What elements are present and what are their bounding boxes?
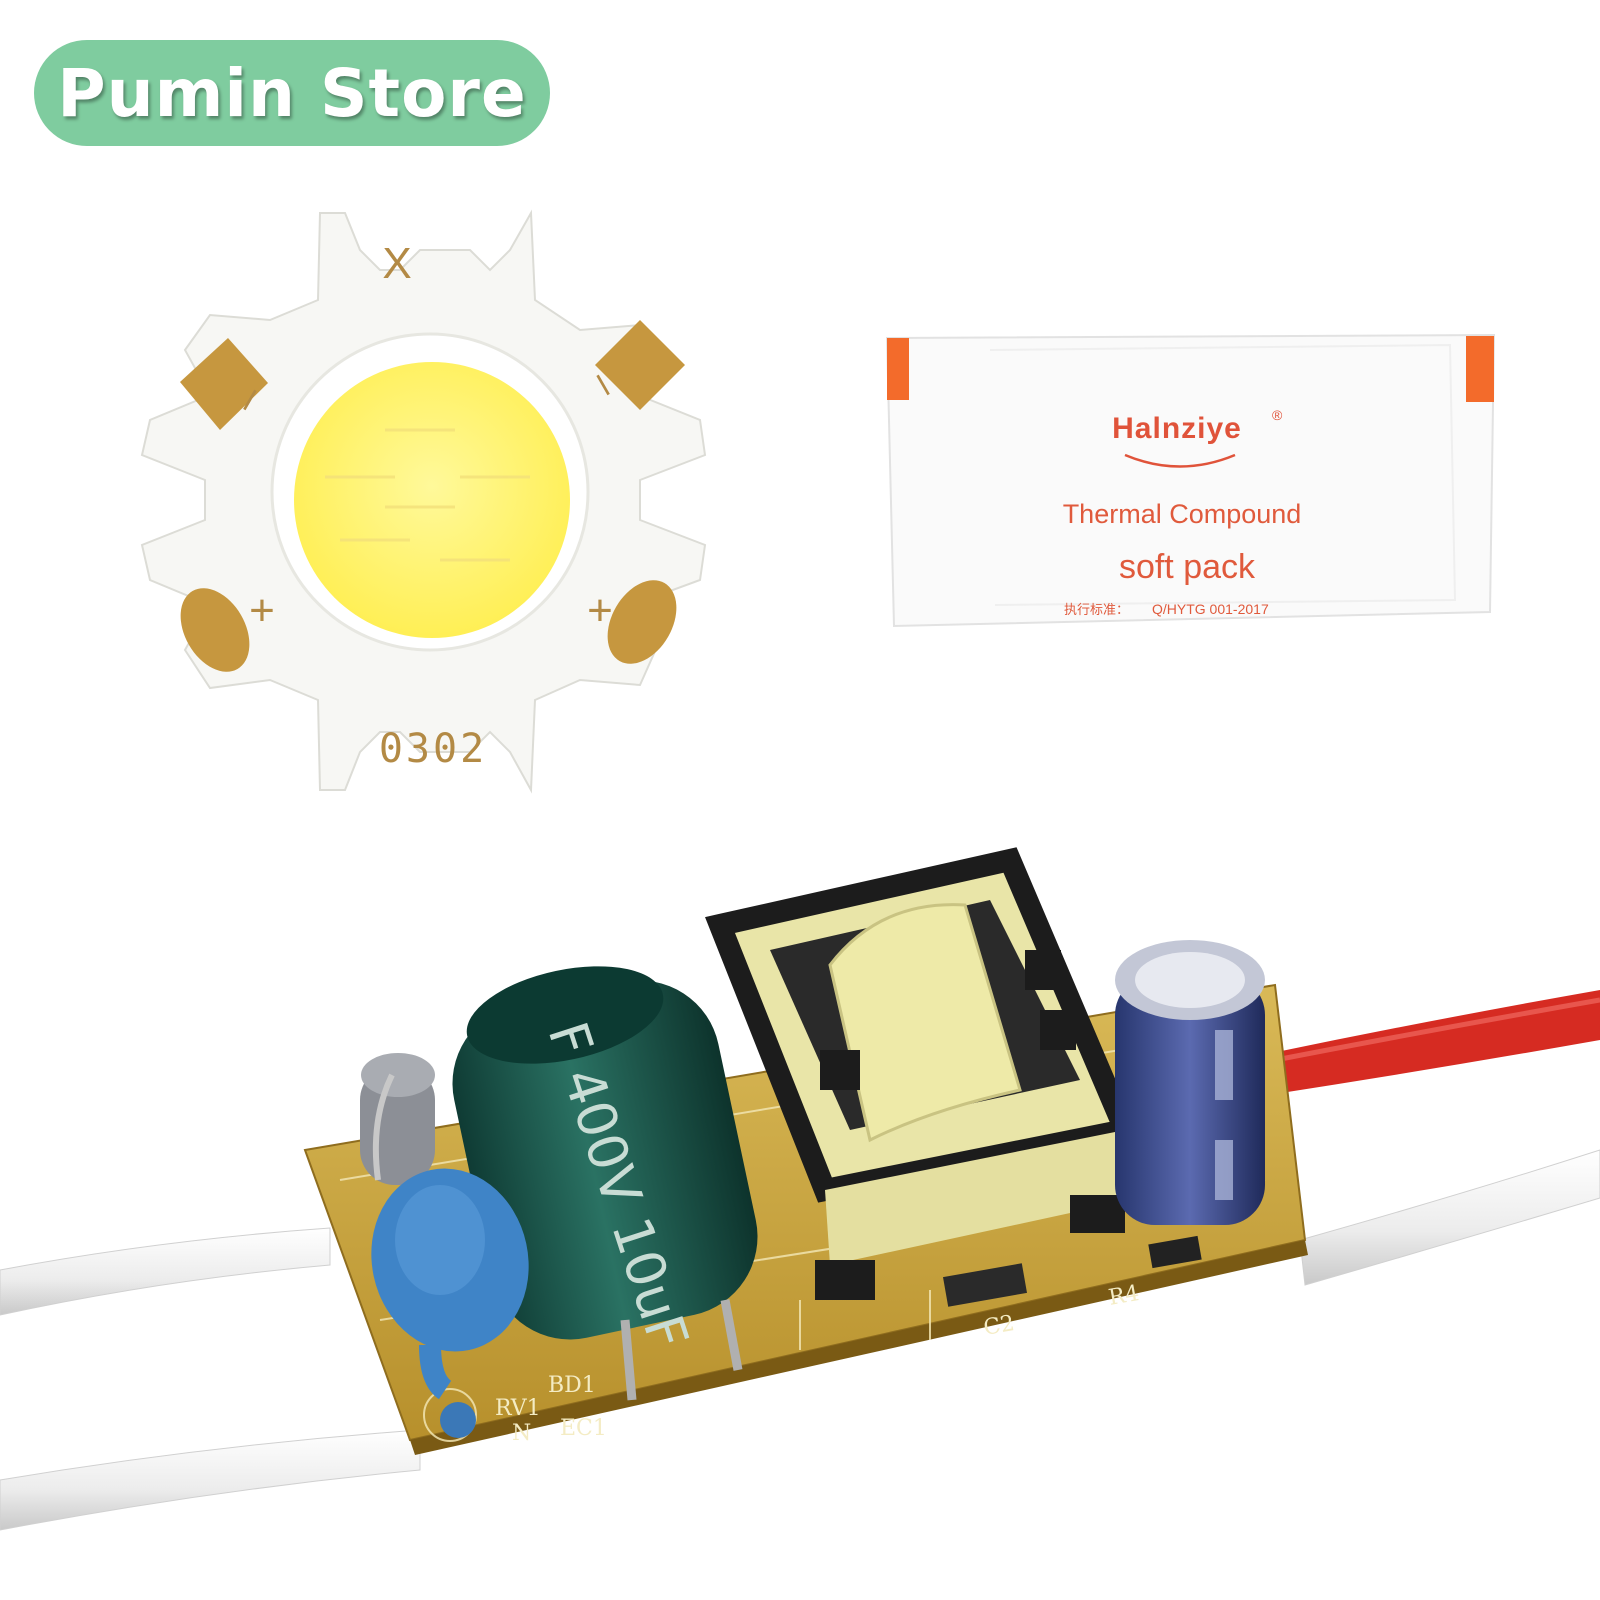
cob-led-chip: X – – + + 0302: [140, 209, 707, 794]
mark-plus-left: +: [249, 586, 275, 635]
transformer: [705, 847, 1141, 1300]
grey-resistor: [360, 1053, 435, 1185]
smd-resistor: [1148, 1235, 1202, 1269]
led-emitter: [294, 362, 570, 638]
pack-brand-registered: ®: [1272, 407, 1283, 423]
store-badge: Pumin Store: [34, 40, 550, 146]
pad-minus-right: [595, 320, 685, 410]
pack-seal-right: [1466, 336, 1494, 402]
silk-ec1: EC1: [560, 1416, 607, 1441]
led-driver-board: RV1 BD1 N EC1 C2 R4: [0, 847, 1600, 1531]
pack-standard-label: 执行标准：: [1064, 603, 1129, 618]
blue-varistor: [371, 1168, 529, 1400]
wire-white-upper: [0, 1227, 331, 1316]
green-capacitor: F 400V 10uF: [452, 966, 758, 1401]
pad-plus-left: [180, 588, 250, 672]
pcb-hole: [440, 1402, 476, 1438]
silk-c2: C2: [982, 1311, 1017, 1341]
wire-white-lower: [0, 1429, 421, 1531]
blue-capacitor: [1115, 940, 1265, 1225]
pack-line2: soft pack: [1119, 548, 1256, 586]
mark-x: X: [382, 239, 411, 288]
wire-red: [1262, 990, 1600, 1095]
led-code: 0302: [379, 726, 487, 772]
led-die-traces: [325, 428, 530, 562]
pack-brand: Halnziye: [1112, 412, 1242, 445]
silk-rv1: RV1: [495, 1396, 541, 1421]
silk-bd1: BD1: [548, 1373, 596, 1398]
wire-white-right: [1299, 1149, 1600, 1286]
pack-seal-left: [887, 338, 909, 400]
pack-body: [885, 333, 1496, 628]
pad-plus-right: [607, 580, 677, 664]
thermal-compound-pack: Halnziye ® Thermal Compound soft pack 执行…: [885, 333, 1496, 628]
pack-brand-swoosh: [1124, 453, 1236, 468]
pack-line1: Thermal Compound: [1063, 499, 1302, 529]
pad-minus-left: [180, 338, 268, 430]
pack-standard-code: Q/HYTG 001-2017: [1152, 601, 1269, 617]
smd-chip: [943, 1263, 1027, 1307]
mark-plus-right: +: [587, 586, 613, 635]
silk-n: N: [512, 1421, 531, 1446]
store-name: Pumin Store: [57, 54, 527, 132]
silk-r4: R4: [1107, 1281, 1141, 1311]
